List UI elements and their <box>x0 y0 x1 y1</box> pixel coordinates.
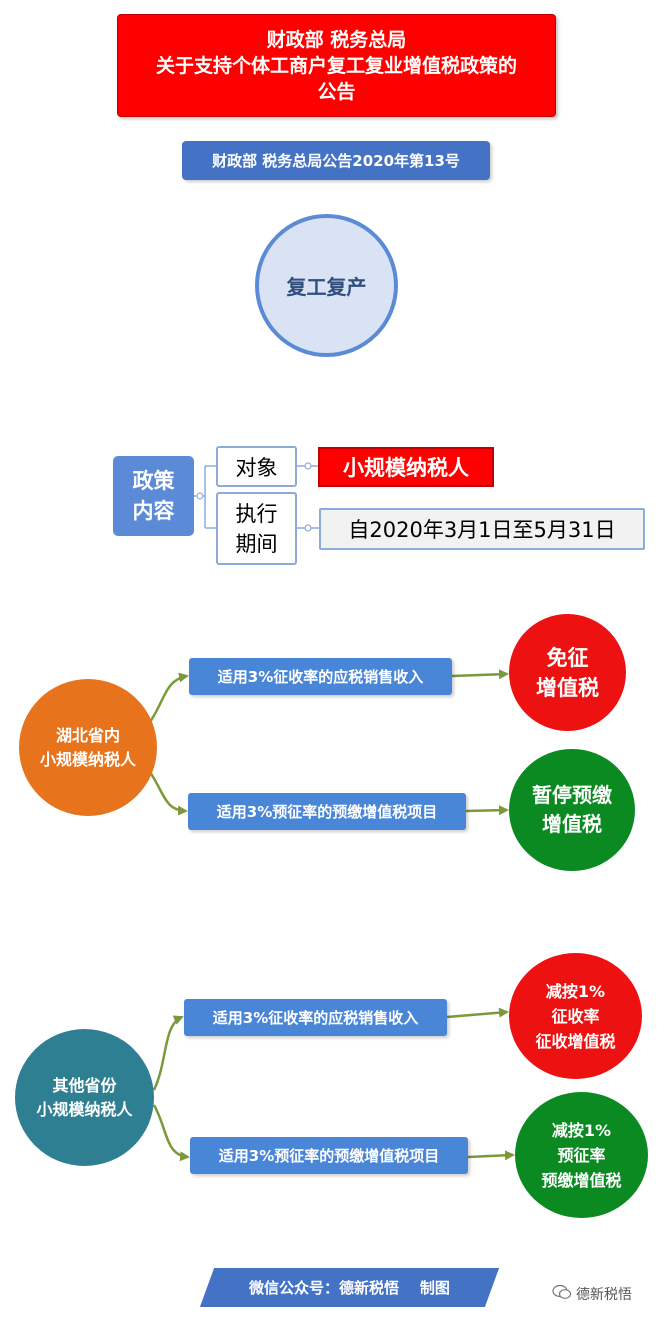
other-taxpayer-circle: 其他省份 小规模纳税人 <box>15 1029 154 1166</box>
node-dot <box>304 462 312 470</box>
arrow-other-item2 <box>152 1104 190 1162</box>
result-line: 暂停预缴 <box>532 783 612 807</box>
result-line: 增值税 <box>542 812 602 836</box>
other-item-sales-income: 适用3%征收率的应税销售收入 <box>184 999 447 1036</box>
hubei-result-suspend: 暂停预缴 增值税 <box>509 749 635 871</box>
title-line: 公告 <box>317 80 356 103</box>
arrow-hubei-result1 <box>451 669 509 680</box>
period-label: 执行 期间 <box>216 492 297 565</box>
policy-label-line: 内容 <box>132 499 175 523</box>
footer-text: 微信公众号：德新税悟 制图 <box>249 1279 450 1297</box>
watermark-text: 德新税悟 <box>576 1287 632 1303</box>
other-item-prepaid-vat: 适用3%预征率的预缴增值税项目 <box>190 1137 468 1174</box>
hubei-item-prepaid-vat: 适用3%预征率的预缴增值税项目 <box>188 793 466 830</box>
other-line: 小规模纳税人 <box>36 1099 133 1119</box>
title-line: 财政部 税务总局 <box>266 28 407 51</box>
hubei-line: 湖北省内 <box>55 725 120 745</box>
arrow-hubei-result2 <box>465 805 509 816</box>
arrow-hubei-item2 <box>148 771 188 816</box>
target-label: 对象 <box>216 446 297 487</box>
hubei-line: 小规模纳税人 <box>39 749 136 769</box>
target-value: 小规模纳税人 <box>318 447 494 487</box>
notice-number: 财政部 税务总局公告2020年第13号 <box>182 141 490 180</box>
announcement-title: 财政部 税务总局 关于支持个体工商户复工复业增值税政策的 公告 <box>117 14 556 117</box>
result-line: 增值税 <box>536 675 599 700</box>
arrow-hubei-item1 <box>148 672 189 723</box>
result-line: 减按1% <box>551 1120 612 1140</box>
other-line: 其他省份 <box>52 1075 117 1095</box>
result-line: 征收率 <box>551 1006 600 1026</box>
period-label-line: 执行 <box>235 501 278 526</box>
title-line: 关于支持个体工商户复工复业增值税政策的 <box>155 54 517 77</box>
node-dot <box>304 524 312 532</box>
footer-banner: 微信公众号：德新税悟 制图 <box>199 1268 500 1307</box>
arrow-other-result1 <box>446 1007 509 1019</box>
policy-content-box: 政策 内容 <box>113 456 194 536</box>
hubei-taxpayer-circle: 湖北省内 小规模纳税人 <box>19 679 157 816</box>
node-dot <box>196 492 204 500</box>
period-label-line: 期间 <box>235 531 278 556</box>
watermark: 德新税悟 <box>552 1283 662 1305</box>
result-line: 预缴增值税 <box>541 1170 622 1190</box>
policy-label-line: 政策 <box>132 469 175 493</box>
wechat-icon <box>552 1284 572 1304</box>
theme-circle: 复工复产 <box>255 214 398 357</box>
period-value: 自2020年3月1日至5月31日 <box>319 508 645 550</box>
result-line: 减按1% <box>545 981 606 1001</box>
other-result-reduced-prepay: 减按1% 预征率 预缴增值税 <box>515 1092 648 1218</box>
arrow-other-result2 <box>467 1150 515 1161</box>
result-line: 预征率 <box>557 1145 606 1165</box>
result-line: 免征 <box>546 645 589 670</box>
other-result-reduced-levy: 减按1% 征收率 征收增值税 <box>509 953 642 1079</box>
hubei-item-sales-income: 适用3%征收率的应税销售收入 <box>189 658 452 695</box>
result-line: 征收增值税 <box>535 1031 616 1051</box>
arrow-other-item1 <box>152 1015 184 1091</box>
hubei-result-exempt: 免征 增值税 <box>509 614 626 731</box>
